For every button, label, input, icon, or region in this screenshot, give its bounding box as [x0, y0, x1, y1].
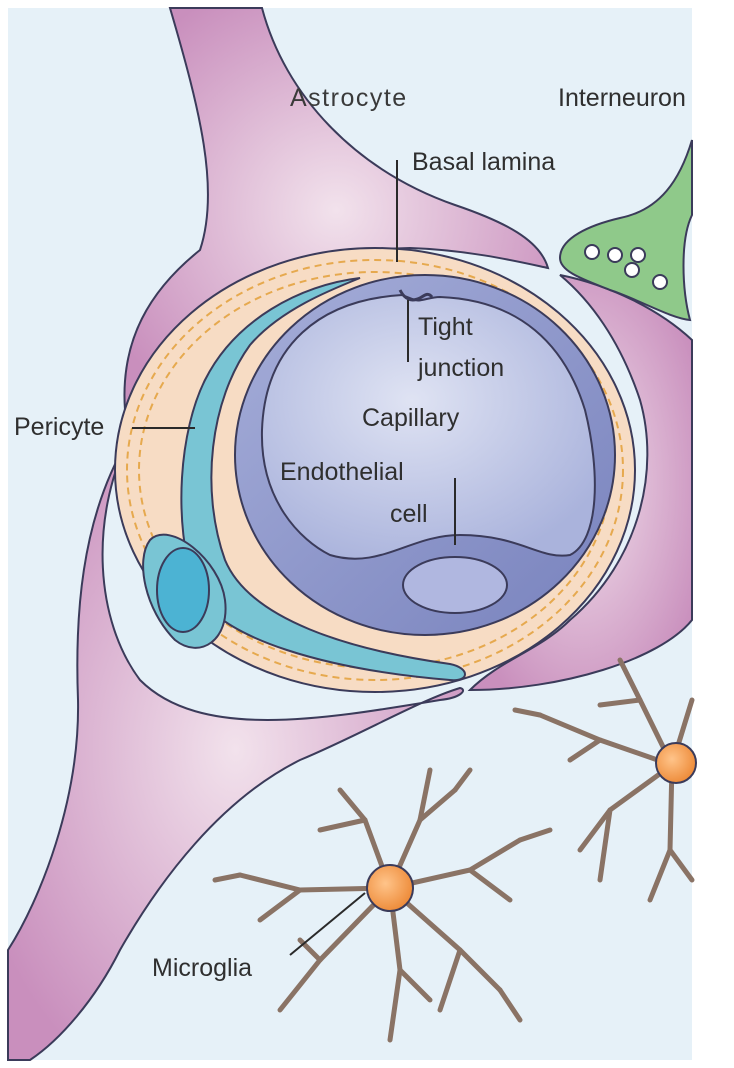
- pericyte-label: Pericyte: [14, 413, 104, 441]
- tight-junction-label-line2: junction: [417, 354, 504, 382]
- tight-junction-label-line1: Tight: [418, 313, 473, 341]
- microglia-soma-main: [367, 865, 413, 911]
- endothelial-cell-label-line1: Endothelial: [280, 458, 404, 486]
- interneuron-label: Interneuron: [558, 84, 686, 112]
- synaptic-vesicle: [608, 248, 622, 262]
- endothelial-cell-label-line2: cell: [390, 500, 428, 528]
- microglia-label: Microglia: [152, 954, 252, 982]
- pericyte-nucleus: [157, 548, 209, 632]
- synaptic-vesicle: [585, 245, 599, 259]
- synaptic-vesicle: [631, 248, 645, 262]
- basal-lamina-label: Basal lamina: [412, 148, 555, 176]
- capillary-label: Capillary: [362, 404, 460, 432]
- microglia-soma-right: [656, 743, 696, 783]
- synaptic-vesicle: [653, 275, 667, 289]
- astrocyte-label: Astrocyte: [290, 84, 408, 112]
- endothelial-nucleus: [403, 557, 507, 613]
- synaptic-vesicle: [625, 263, 639, 277]
